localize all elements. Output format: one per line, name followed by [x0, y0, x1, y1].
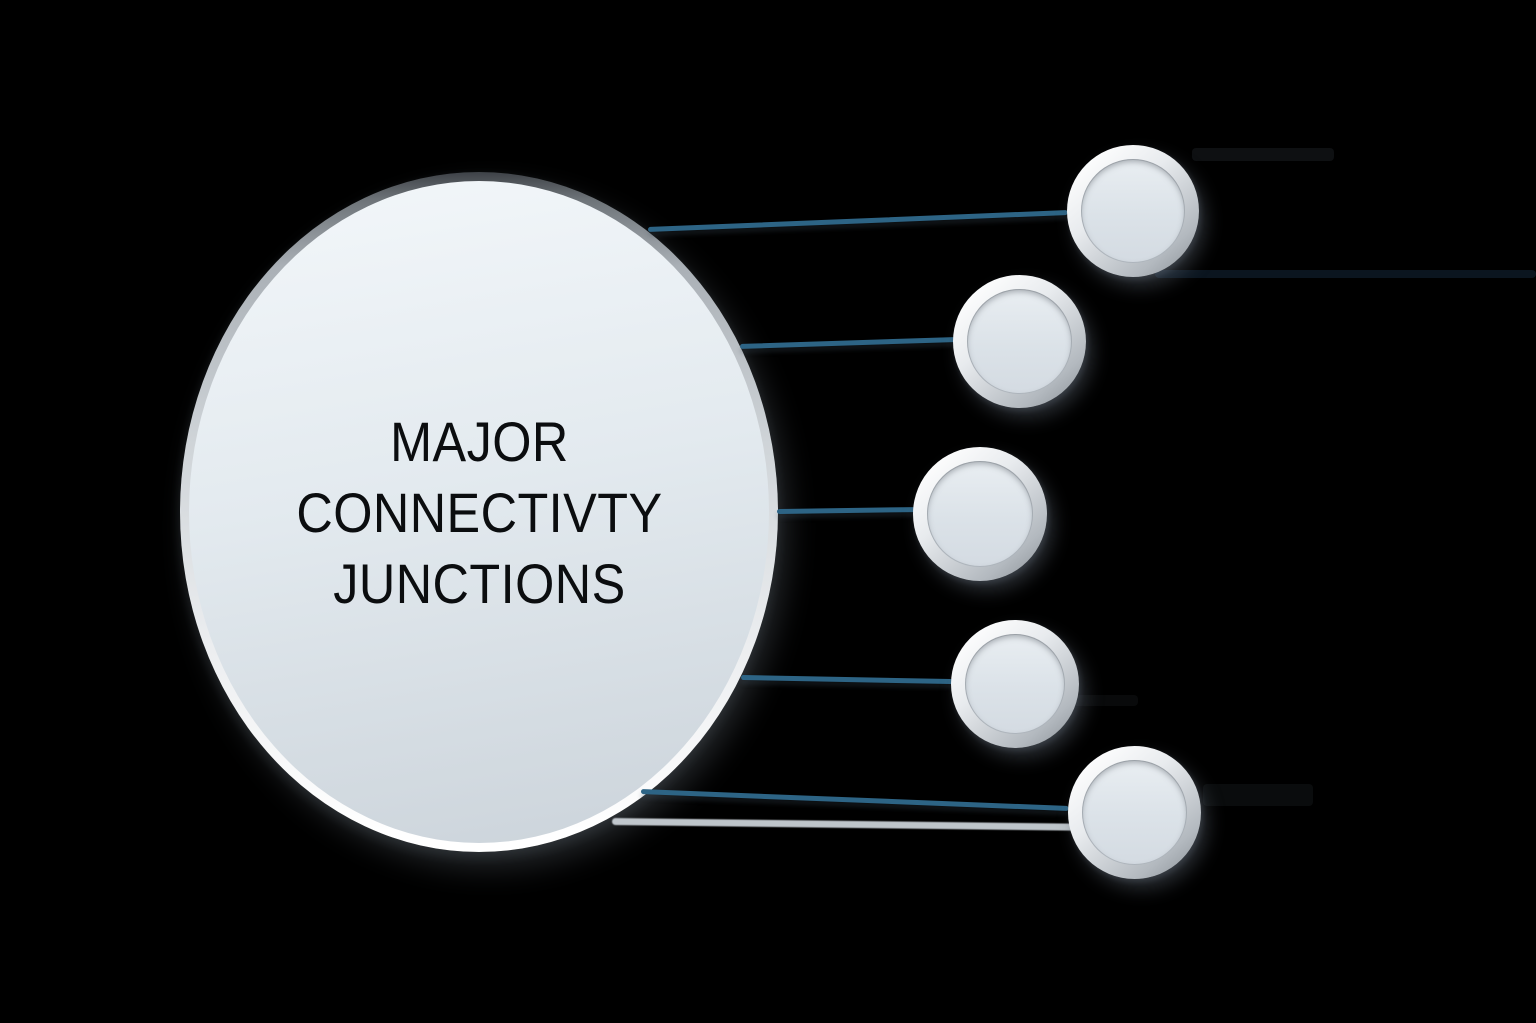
junction-node-3: [913, 447, 1047, 581]
junction-node-5: [1068, 746, 1201, 879]
connector-line-4: [740, 675, 954, 685]
junction-node-2-face: [967, 289, 1072, 394]
junction-node-1: [1067, 145, 1199, 277]
hub-title-line-2: CONNECTIVTY: [295, 480, 663, 544]
connector-line-5: [640, 789, 1069, 812]
connector-line-2: [739, 336, 956, 349]
hub-circle: MAJOR CONNECTIVTY JUNCTIONS: [180, 172, 778, 852]
hub-circle-face: MAJOR CONNECTIVTY JUNCTIONS: [189, 181, 769, 843]
connector-line-3: [776, 507, 918, 514]
shadow-streak: [1192, 148, 1334, 161]
junction-node-4-face: [965, 634, 1065, 734]
shadow-streak: [1203, 784, 1313, 806]
junction-node-2: [953, 275, 1086, 408]
junction-node-3-face: [927, 461, 1033, 567]
hub-title-line-1: MAJOR: [389, 409, 569, 473]
connector-line-1: [647, 210, 1068, 232]
hub-title: MAJOR CONNECTIVTY JUNCTIONS: [296, 406, 662, 619]
junction-node-5-face: [1082, 760, 1187, 865]
shadow-streak: [1048, 695, 1138, 706]
junction-node-4: [951, 620, 1079, 748]
shadow-streak: [1155, 270, 1536, 278]
connector-5-reflection-band: [611, 818, 1075, 831]
hub-title-line-3: JUNCTIONS: [332, 551, 626, 615]
junction-node-1-face: [1081, 159, 1185, 263]
